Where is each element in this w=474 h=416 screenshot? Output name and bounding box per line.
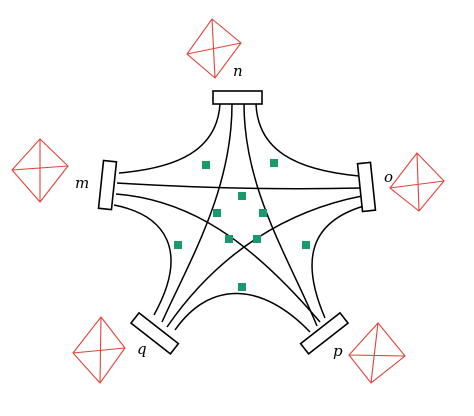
strand-n-o bbox=[255, 103, 360, 177]
boundary-o bbox=[356, 161, 377, 213]
node-top-center bbox=[238, 192, 246, 200]
label-q: q bbox=[137, 340, 147, 358]
strand-m-p bbox=[115, 193, 321, 323]
label-n: n bbox=[233, 62, 243, 80]
strand-n-m bbox=[118, 103, 221, 174]
label-p: p bbox=[333, 342, 343, 360]
strand-m-o-top bbox=[116, 182, 362, 190]
node-right-lower bbox=[253, 235, 261, 243]
node-left-lower bbox=[225, 235, 233, 243]
boundary-p bbox=[299, 311, 350, 356]
node-n-m bbox=[202, 161, 210, 169]
strands bbox=[113, 103, 365, 333]
node-o-p bbox=[302, 241, 310, 249]
strand-o-p bbox=[311, 205, 365, 319]
nodes bbox=[174, 159, 310, 291]
tetrahedron-icon-o bbox=[389, 152, 445, 212]
boundary-n bbox=[212, 90, 263, 105]
strand-m-q bbox=[113, 204, 172, 316]
node-right-upper bbox=[259, 209, 267, 217]
label-o: o bbox=[384, 168, 393, 186]
node-m-q bbox=[174, 241, 182, 249]
strand-q-p bbox=[174, 292, 311, 333]
strand-n-p bbox=[243, 103, 318, 327]
tetrahedron-icon-p bbox=[348, 322, 406, 384]
tetrahedron-icon-n bbox=[186, 18, 242, 79]
tetrahedron-icon-m bbox=[11, 138, 69, 203]
tetrahedron-icon-q bbox=[72, 316, 126, 384]
node-left-upper bbox=[213, 209, 221, 217]
boundary-m bbox=[97, 159, 118, 211]
label-m: m bbox=[75, 174, 89, 192]
node-n-o bbox=[270, 159, 278, 167]
node-q-p bbox=[238, 283, 246, 291]
boundary-q bbox=[129, 311, 180, 356]
